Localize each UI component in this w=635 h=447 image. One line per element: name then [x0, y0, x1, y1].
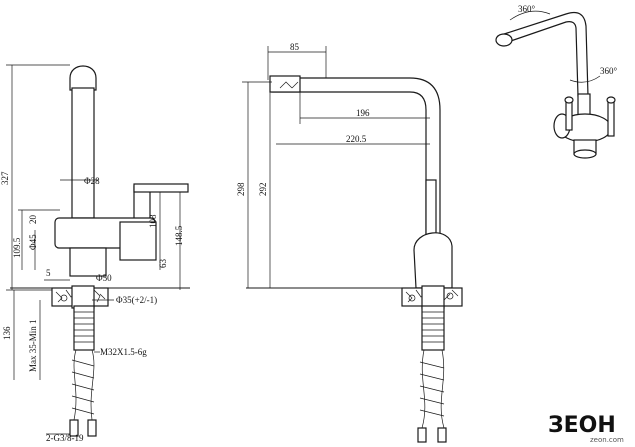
dim-total-height: 327 [0, 171, 10, 185]
right-shank [421, 305, 445, 351]
left-view: 327 Φ28 109.5 Φ45 20 108 148.5 63 5 Φ50 [0, 64, 190, 443]
perspective-nozzle [495, 33, 513, 47]
brand-logo-text: ЗЕОН [548, 413, 616, 438]
dim-handle-height: 108 [148, 214, 158, 228]
dim-body-height: 109.5 [12, 237, 22, 258]
right-view: 85 196 220.5 298 292 [236, 42, 463, 443]
dim-reach-196: 196 [356, 108, 370, 118]
spout-nozzle [269, 75, 301, 93]
dim-thread: M32X1.5-6g [100, 347, 147, 357]
right-column [425, 179, 437, 241]
brand-logo: ЗЕОН zeon.com [548, 413, 624, 444]
perspective-spout [497, 11, 589, 97]
handle-top [133, 183, 189, 193]
dim-top-width: 85 [290, 42, 300, 52]
dim-gap: 5 [46, 268, 51, 278]
dim-reach-220: 220.5 [346, 134, 367, 144]
dim-height-292: 292 [258, 183, 268, 197]
rotation-top-label: 360° [518, 4, 536, 14]
perspective-lever-left [565, 99, 573, 131]
rotation-body-label: 360° [600, 66, 618, 76]
dim-counter-thickness: Max 35-Min 1 [28, 320, 38, 373]
threaded-shank [73, 305, 95, 351]
dim-height-298: 298 [236, 182, 246, 196]
dim-body-diameter: Φ45 [28, 234, 38, 250]
hose-right [90, 349, 95, 421]
right-hose-b [440, 349, 445, 429]
hose-left [73, 349, 77, 421]
dim-below-counter: 136 [2, 326, 12, 340]
dim-hose-thread: 2-G3/8-19 [46, 433, 84, 443]
spout-outline [271, 77, 441, 251]
dim-overall-height: 148.5 [174, 225, 184, 246]
dim-hole-diameter: Φ35(+2/-1) [116, 295, 157, 305]
dim-side-offset: 63 [158, 259, 168, 269]
brand-logo-sub: zeon.com [590, 436, 624, 444]
perspective-lever-right [607, 99, 615, 137]
spout-column [71, 87, 95, 219]
dim-spout-diameter: Φ28 [84, 176, 100, 186]
right-hose-a [421, 349, 426, 429]
body-right-cap [119, 221, 157, 261]
dim-base-diameter: Φ50 [96, 273, 112, 283]
dim-handle-offset: 20 [28, 215, 38, 225]
perspective-view: 360° 360° [495, 4, 618, 159]
right-body [413, 232, 453, 289]
lower-body [69, 247, 107, 277]
spout-cap [69, 65, 97, 91]
